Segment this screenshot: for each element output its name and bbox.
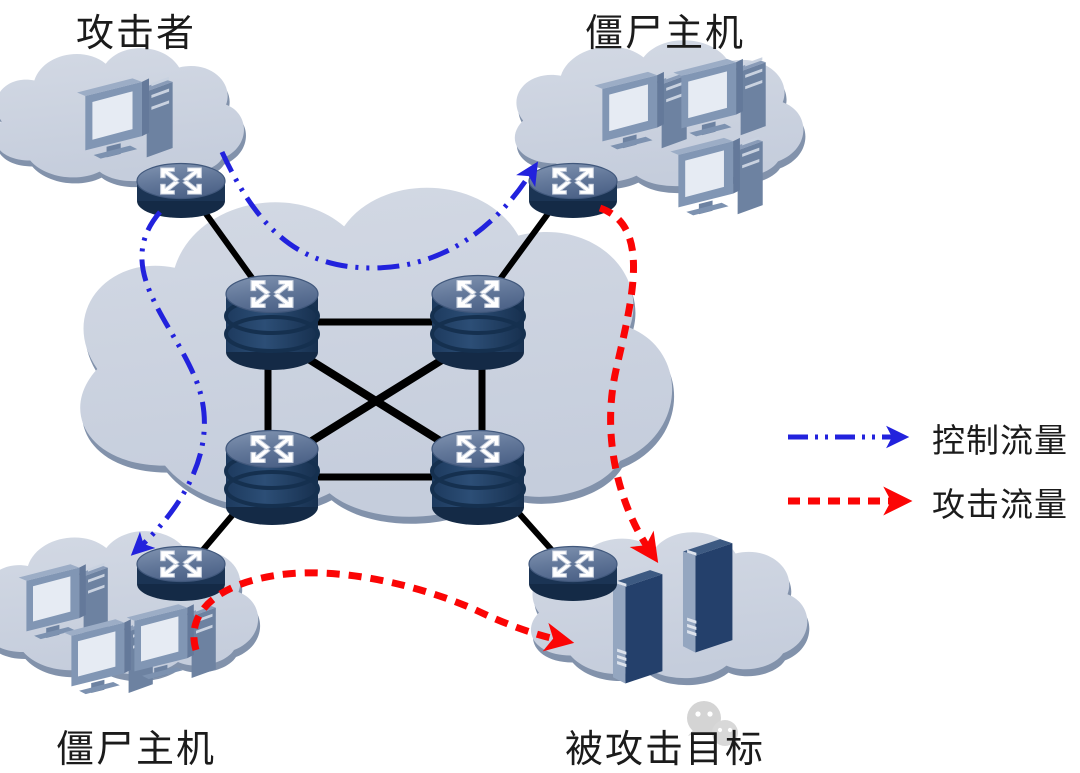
attack-flow-top (598, 204, 659, 563)
wechat-watermark (687, 701, 740, 746)
attack-flow-group (190, 204, 659, 652)
label-attacker: 攻击者 (76, 11, 196, 55)
legend-label-attack-traffic: 攻击流量 (932, 485, 1068, 524)
control-flow-to-zombie-bottom (130, 210, 207, 556)
zombie-top-pc-3 (670, 136, 763, 216)
edge-router-attacker[interactable] (137, 164, 225, 219)
zombie-bottom-cloud (0, 531, 261, 695)
edge-router-victim[interactable] (529, 547, 617, 602)
victim-server-1 (612, 570, 663, 684)
attack-flow-bottom (190, 569, 575, 652)
core-cloud (80, 187, 675, 524)
edge-router-zombie-bottom[interactable] (137, 547, 225, 602)
link-core-ne-sw (290, 346, 462, 456)
core-router-nw[interactable] (226, 276, 318, 371)
victim-server-2 (682, 539, 733, 653)
core-router-ne[interactable] (432, 276, 524, 371)
label-victim: 被攻击目标 (565, 727, 765, 771)
legend-item-control-traffic: 控制流量 (788, 421, 1068, 460)
core-router-sw[interactable] (226, 431, 318, 526)
core-router-se[interactable] (432, 431, 524, 526)
legend-label-control-traffic: 控制流量 (932, 421, 1068, 460)
label-zombie-bottom: 僵尸主机 (56, 727, 216, 771)
control-flow-group (130, 150, 538, 556)
attacker-cloud (0, 48, 246, 188)
control-flow-to-zombie-top (219, 150, 538, 271)
label-zombie-top: 僵尸主机 (585, 11, 745, 55)
legend: 控制流量 攻击流量 (788, 421, 1068, 524)
legend-item-attack-traffic: 攻击流量 (788, 485, 1068, 524)
